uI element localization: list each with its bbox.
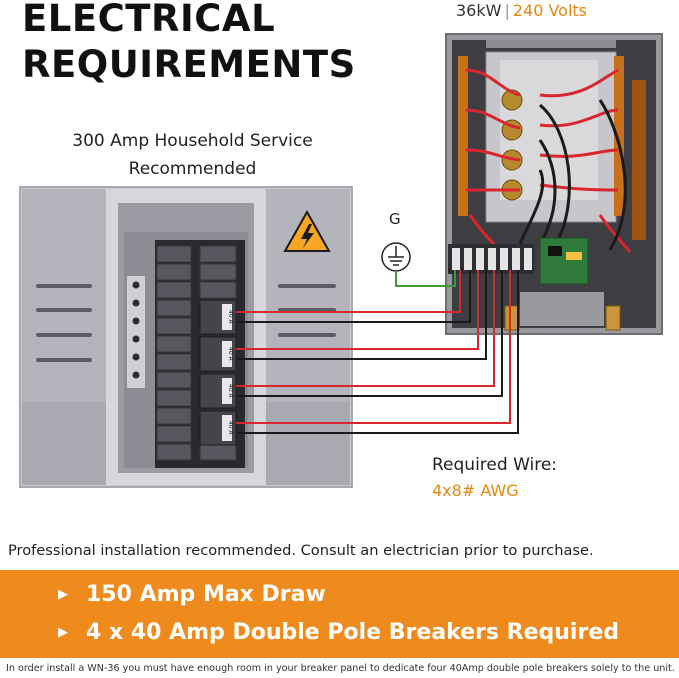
unit-spec: 36kW|240 Volts (456, 1, 587, 20)
ground-wire (395, 270, 456, 287)
power-rating: 36kW (456, 1, 502, 20)
footer-disclaimer: In order install a WN-36 you must have e… (6, 663, 675, 674)
wiring-diagram: 40 A 40 A 40 A 40 A (19, 33, 663, 488)
ground-icon (381, 242, 411, 272)
panel-vents-left (36, 284, 92, 362)
banner-item-2-text: 4 x 40 Amp Double Pole Breakers Required (86, 619, 619, 645)
arrow-right-icon: ▶ (58, 624, 68, 640)
page-title: ELECTRICAL REQUIREMENTS (22, 0, 356, 88)
requirements-banner: ▶ 150 Amp Max Draw ▶ 4 x 40 Amp Double P… (0, 570, 679, 658)
title-line-1: ELECTRICAL (22, 0, 276, 40)
breaker-label-2: 40 A (227, 347, 234, 362)
breaker-label-4: 40 A (227, 421, 234, 436)
banner-item-max-draw: ▶ 150 Amp Max Draw (58, 576, 326, 612)
brass-fittings (504, 305, 621, 331)
ground-label: G (389, 210, 401, 228)
installation-note: Professional installation recommended. C… (8, 542, 594, 559)
panel-vents-right (278, 284, 336, 337)
arrow-right-icon: ▶ (58, 586, 68, 602)
required-wire-label: Required Wire: (432, 455, 558, 475)
breakers-left-column (156, 245, 192, 461)
banner-item-breakers: ▶ 4 x 40 Amp Double Pole Breakers Requir… (58, 614, 619, 650)
warning-icon (283, 209, 331, 252)
service-line-2: Recommended (128, 159, 257, 179)
internal-wires-black (518, 99, 627, 251)
service-line-1: 300 Amp Household Service (72, 131, 313, 151)
title-line-2: REQUIREMENTS (22, 43, 356, 86)
service-recommendation: 300 Amp Household Service Recommended (40, 127, 345, 183)
breaker-label-1: 40 A (227, 310, 234, 325)
supply-wires (236, 270, 519, 434)
spec-separator: | (504, 1, 510, 20)
voltage-rating: 240 Volts (512, 1, 588, 20)
breaker-panel: 40 A 40 A 40 A 40 A (19, 186, 353, 488)
banner-item-1-text: 150 Amp Max Draw (86, 581, 326, 607)
water-heater-unit (445, 33, 663, 335)
breaker-label-3: 40 A (227, 384, 234, 399)
required-wire-value: 4x8# AWG (432, 481, 519, 500)
breakers-right-column: 40 A 40 A 40 A 40 A (199, 245, 237, 461)
